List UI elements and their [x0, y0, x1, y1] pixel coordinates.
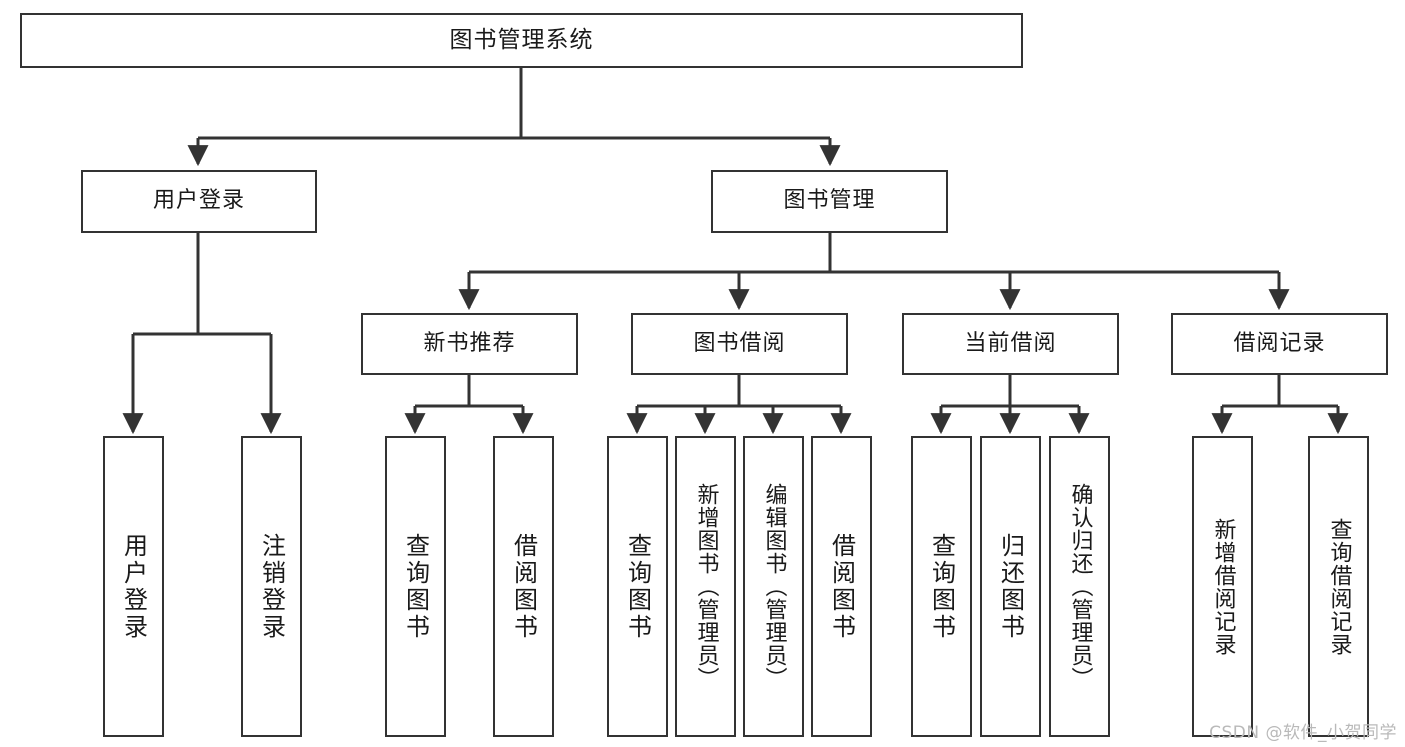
- node-leaf-rec-query-record[interactable]: 查询借阅记录: [1308, 436, 1369, 737]
- node-leaf-borrow-add-book[interactable]: 新增图书（管理员）: [675, 436, 736, 737]
- node-leaf-borrow-query-book[interactable]: 查询图书: [607, 436, 668, 737]
- node-label: 新增借阅记录: [1210, 517, 1236, 656]
- node-borrow-record[interactable]: 借阅记录: [1171, 313, 1388, 375]
- node-user-login[interactable]: 用户登录: [81, 170, 317, 233]
- node-label: 查询借阅记录: [1326, 517, 1352, 656]
- node-leaf-borrow-borrow-book[interactable]: 借阅图书: [811, 436, 872, 737]
- node-leaf-rec-query-book[interactable]: 查询图书: [385, 436, 446, 737]
- node-label: 借阅图书: [827, 532, 856, 641]
- node-leaf-cur-query-book[interactable]: 查询图书: [911, 436, 972, 737]
- node-current-borrow[interactable]: 当前借阅: [902, 313, 1119, 375]
- node-label: 用户登录: [152, 188, 245, 214]
- node-label: 借阅记录: [1233, 330, 1326, 356]
- node-leaf-cur-confirm-return[interactable]: 确认归还（管理员）: [1049, 436, 1110, 737]
- node-label: 编辑图书（管理员）: [761, 483, 787, 690]
- node-label: 归还图书: [996, 532, 1025, 641]
- node-leaf-user-login[interactable]: 用户登录: [103, 436, 164, 737]
- node-root-book-management-system[interactable]: 图书管理系统: [20, 13, 1023, 68]
- node-label: 借阅图书: [509, 532, 538, 641]
- node-label: 查询图书: [401, 532, 430, 641]
- node-label: 当前借阅: [964, 330, 1057, 356]
- node-book-manage[interactable]: 图书管理: [711, 170, 948, 233]
- node-book-borrow[interactable]: 图书借阅: [631, 313, 848, 375]
- node-leaf-user-logout[interactable]: 注销登录: [241, 436, 302, 737]
- node-new-book-recommend[interactable]: 新书推荐: [361, 313, 578, 375]
- node-label: 图书借阅: [693, 330, 786, 356]
- node-label: 图书管理: [783, 188, 876, 214]
- node-label: 新增图书（管理员）: [693, 483, 719, 690]
- node-label: 用户登录: [119, 532, 148, 641]
- node-label: 新书推荐: [423, 330, 516, 356]
- node-label: 查询图书: [623, 532, 652, 641]
- csdn-watermark: CSDN @软件_小贺同学: [1209, 723, 1397, 743]
- node-leaf-cur-return-book[interactable]: 归还图书: [980, 436, 1041, 737]
- node-leaf-rec-borrow-book[interactable]: 借阅图书: [493, 436, 554, 737]
- node-label: 确认归还（管理员）: [1067, 483, 1093, 690]
- node-label: 图书管理系统: [449, 27, 594, 54]
- node-leaf-borrow-edit-book[interactable]: 编辑图书（管理员）: [743, 436, 804, 737]
- node-label: 注销登录: [257, 532, 286, 641]
- node-label: 查询图书: [927, 532, 956, 641]
- node-leaf-rec-add-record[interactable]: 新增借阅记录: [1192, 436, 1253, 737]
